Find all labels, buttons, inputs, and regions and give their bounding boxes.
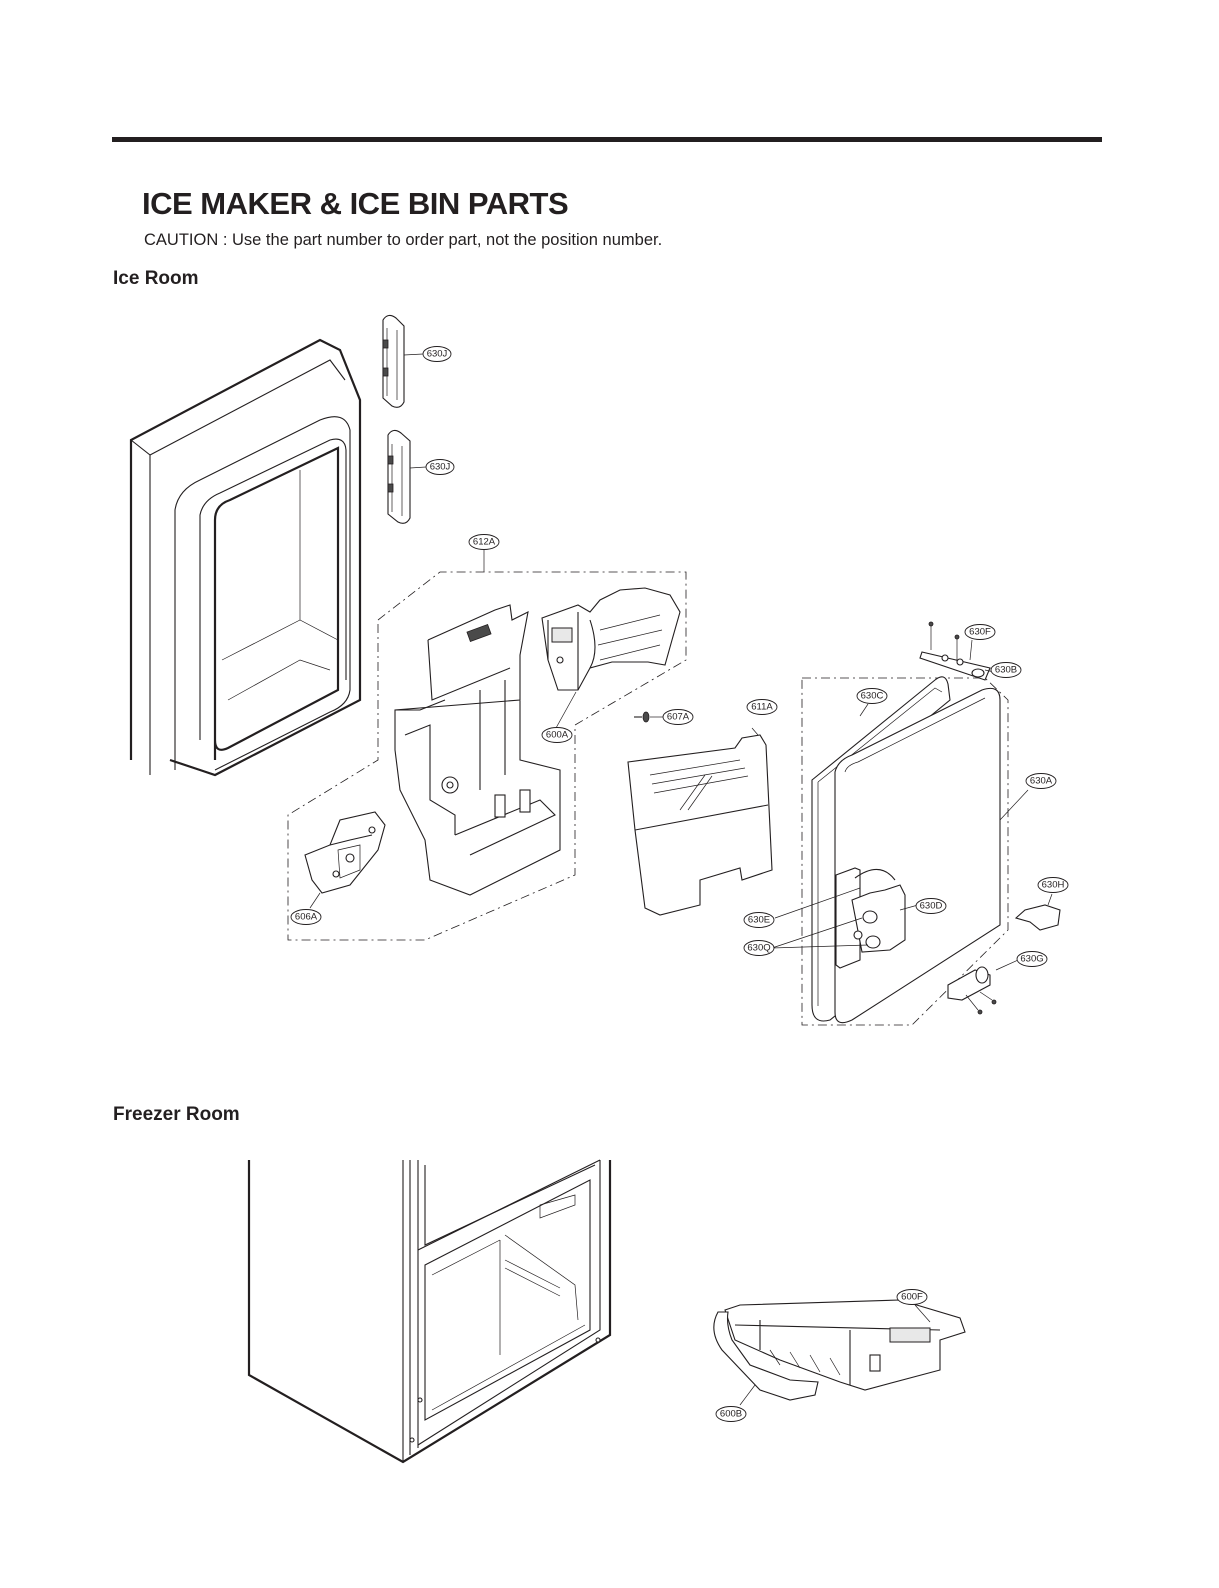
svg-text:630E: 630E	[748, 915, 770, 926]
caution-note: CAUTION : Use the part number to order p…	[144, 231, 663, 249]
svg-text:607A: 607A	[667, 712, 690, 723]
callout-630E: 630E	[743, 912, 775, 928]
door-hinge-components	[771, 867, 919, 969]
callout-630J-top: 630J	[422, 346, 452, 362]
callout-611A: 611A	[746, 699, 778, 715]
callout-606A: 606A	[290, 909, 322, 925]
part-630J-bottom	[387, 429, 427, 524]
section-ice-room: Ice Room	[113, 268, 199, 289]
svg-text:600B: 600B	[720, 1409, 742, 1420]
callout-607A: 607A	[662, 709, 694, 725]
part-630J-top	[382, 314, 424, 408]
part-630G-hinge	[947, 959, 1019, 1015]
svg-text:600F: 600F	[901, 1292, 923, 1303]
svg-text:630C: 630C	[861, 691, 884, 702]
svg-text:630Q: 630Q	[747, 943, 770, 954]
part-611A-bin-cover	[627, 727, 773, 916]
section-freezer-room: Freezer Room	[113, 1104, 240, 1125]
svg-text:611A: 611A	[751, 702, 773, 713]
callout-600F: 600F	[896, 1289, 928, 1305]
svg-text:630A: 630A	[1030, 776, 1053, 787]
svg-text:630G: 630G	[1020, 954, 1043, 965]
callout-630B: 630B	[990, 662, 1022, 678]
svg-text:630D: 630D	[920, 901, 943, 912]
callout-612A: 612A	[468, 534, 500, 550]
callout-630F: 630F	[964, 624, 996, 640]
part-600F-freezer-ice-maker	[724, 1299, 966, 1391]
part-630F-630B-hinge	[919, 621, 995, 681]
page-title: ICE MAKER & ICE BIN PARTS	[142, 186, 569, 221]
callout-630C: 630C	[856, 688, 888, 704]
callout-630A: 630A	[1025, 773, 1057, 789]
svg-text:630J: 630J	[427, 349, 448, 360]
svg-text:600A: 600A	[546, 730, 569, 741]
svg-text:630F: 630F	[969, 627, 991, 638]
part-600B-ice-bucket-handle	[713, 1311, 819, 1406]
part-607A-screw	[634, 711, 664, 723]
ice-maker-bracket	[394, 604, 561, 896]
callout-600B: 600B	[715, 1406, 747, 1422]
callout-630Q: 630Q	[743, 940, 775, 956]
callout-600A: 600A	[541, 727, 573, 743]
freezer-cabinet	[247, 1159, 612, 1464]
callout-630H: 630H	[1037, 877, 1069, 893]
assembly-612A-boundary	[287, 550, 687, 941]
assembly-630A-boundary	[801, 677, 1009, 1026]
callout-630D: 630D	[915, 898, 947, 914]
svg-text:630B: 630B	[995, 665, 1017, 676]
part-606A	[304, 811, 386, 909]
svg-text:630J: 630J	[430, 462, 451, 473]
svg-text:606A: 606A	[295, 912, 318, 923]
part-630H	[1014, 893, 1061, 931]
ice-room-housing	[129, 338, 362, 777]
part-600A-ice-maker	[541, 587, 681, 729]
svg-text:630H: 630H	[1042, 880, 1065, 891]
callout-630G: 630G	[1016, 951, 1048, 967]
svg-text:612A: 612A	[473, 537, 496, 548]
callout-630J-bottom: 630J	[425, 459, 455, 475]
header-rule	[112, 137, 1102, 142]
